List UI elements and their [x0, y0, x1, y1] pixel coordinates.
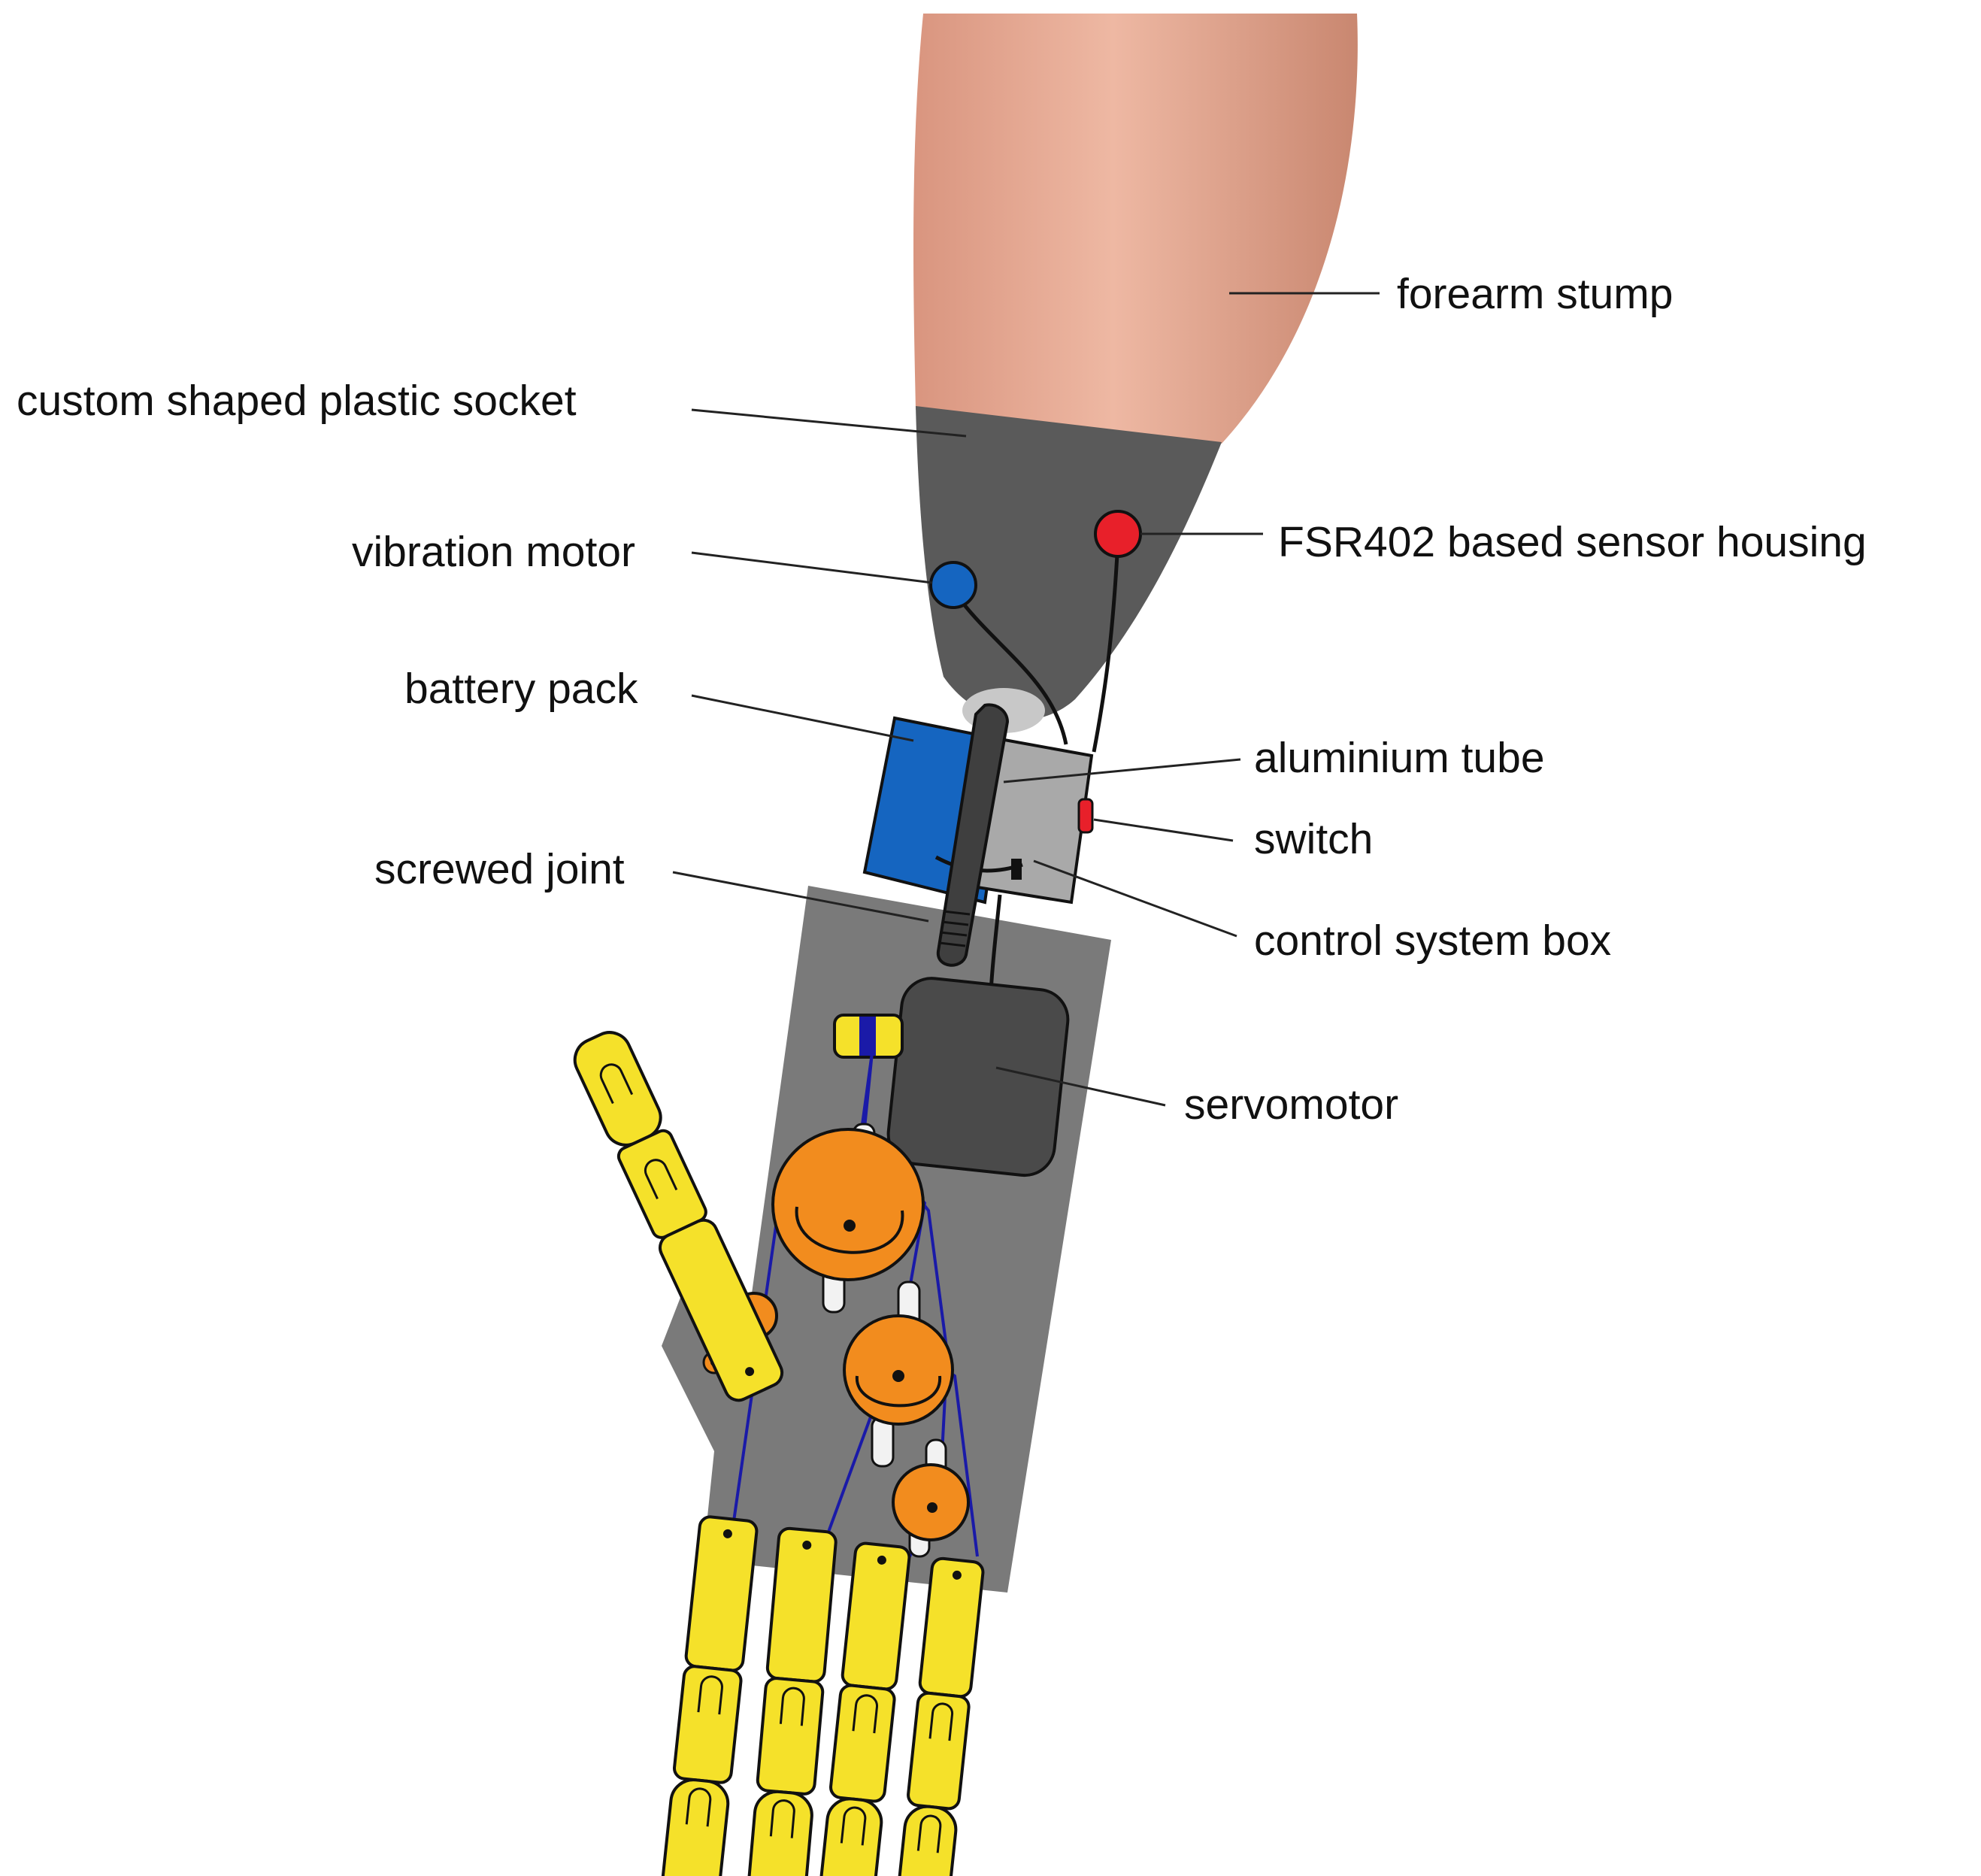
finger-little [894, 1556, 985, 1876]
switch-shape [1077, 798, 1094, 834]
label-forearm-stump: forearm stump [1397, 270, 1673, 318]
leader-lines [672, 292, 1380, 1107]
pulley-large [771, 1128, 925, 1281]
sensor-wire [1092, 541, 1120, 753]
control-connector [1011, 859, 1022, 880]
label-fsr-sensor: FSR402 based sensor housing [1278, 518, 1867, 566]
label-vibration-motor: vibration motor [352, 528, 635, 576]
vibration-wire [951, 589, 1068, 745]
label-control-system-box: control system box [1254, 917, 1611, 965]
label-battery-pack: battery pack [404, 665, 638, 713]
label-aluminium-tube: aluminium tube [1254, 734, 1545, 782]
forearm-stump-shape [913, 14, 1358, 444]
aluminium-tube [936, 703, 1010, 967]
pulley-medium [843, 1314, 954, 1426]
finger-index [659, 1515, 759, 1876]
pulley-small [892, 1463, 970, 1541]
servo-horn [833, 1014, 904, 1059]
vibration-motor-shape [929, 561, 977, 609]
plastic-socket-shape [916, 406, 1222, 720]
thumb [573, 1031, 784, 1402]
servomotor-shape [886, 977, 1070, 1177]
finger-middle [745, 1526, 838, 1876]
label-servomotor: servomotor [1184, 1080, 1398, 1129]
label-screwed-joint: screwed joint [374, 845, 625, 893]
finger-ring [816, 1541, 911, 1876]
fsr-sensor-shape [1094, 510, 1142, 558]
label-plastic-socket: custom shaped plastic socket [17, 377, 577, 425]
label-switch: switch [1254, 815, 1373, 863]
servo-wire [989, 894, 1002, 993]
